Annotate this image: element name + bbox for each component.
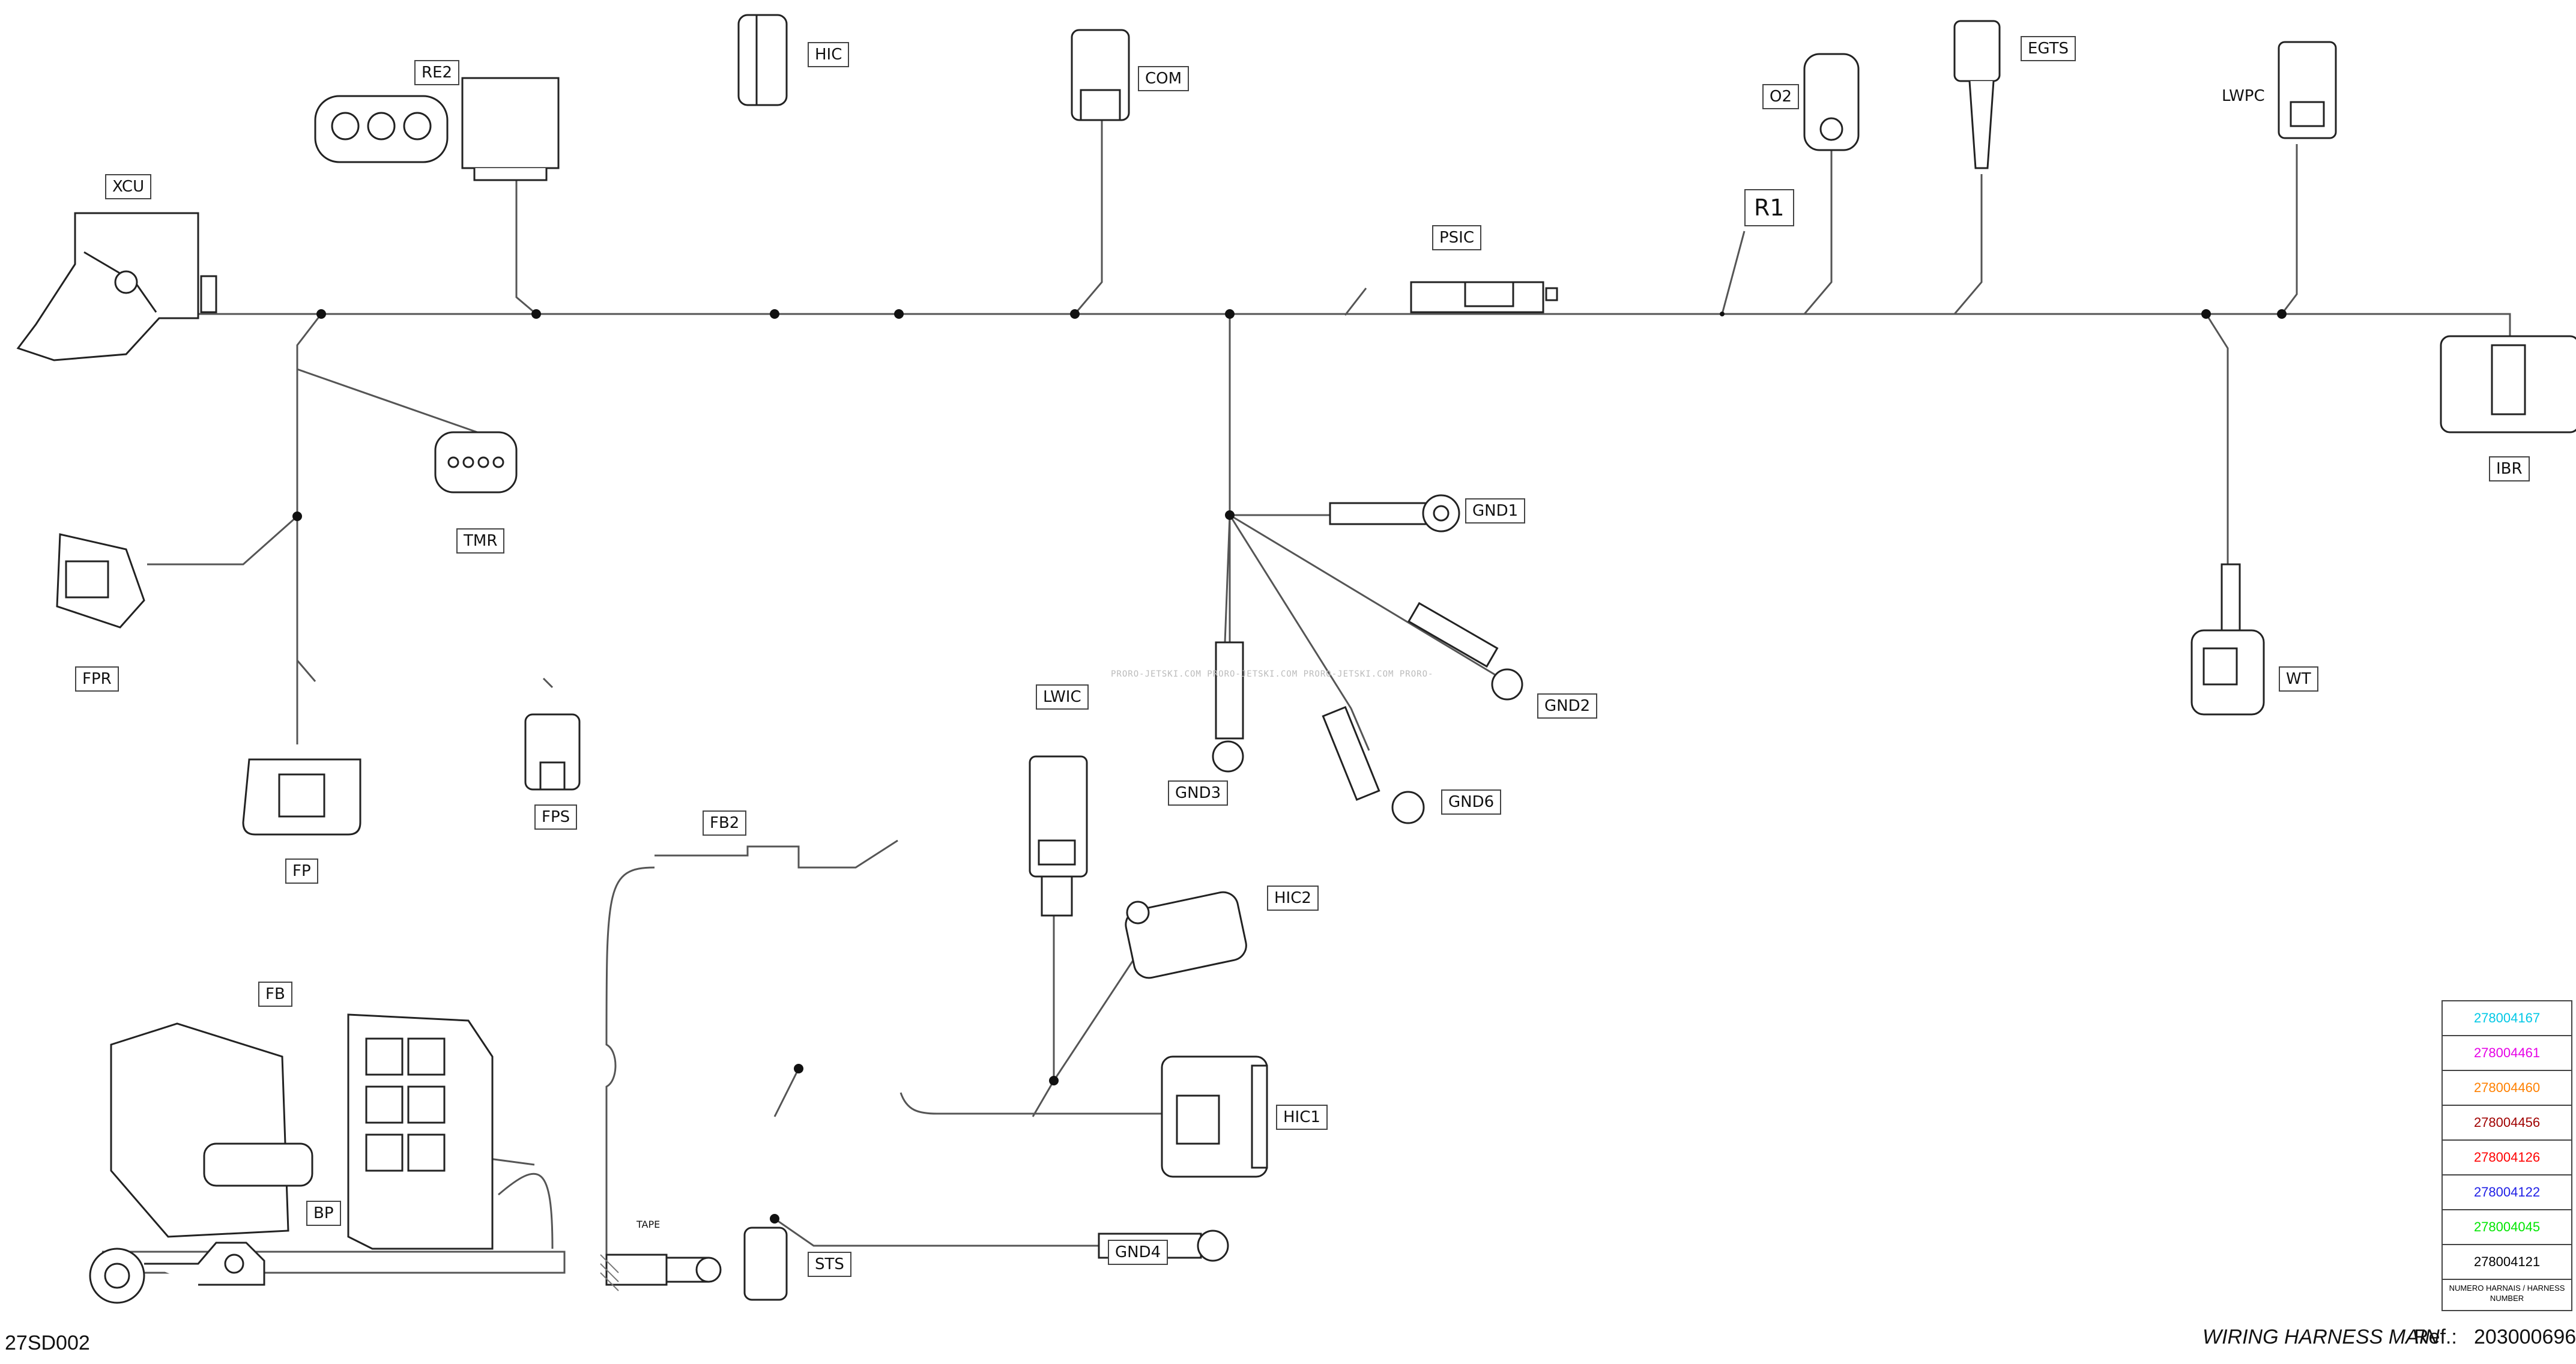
label-gnd4: GND4 (1108, 1240, 1169, 1265)
re2-connector-drawing (314, 77, 560, 181)
watermark-text: PRORO-JETSKI.COM PRORO-JETSKI.COM PRORO-… (1111, 669, 1434, 679)
gnd6-ring-terminal-drawing (1322, 706, 1425, 824)
label-psic: PSIC (1432, 225, 1482, 250)
o2-connector-drawing (1803, 53, 1860, 151)
legend-row: 278004045 (2443, 1210, 2571, 1245)
legend-row: 278004126 (2443, 1141, 2571, 1175)
label-o2: O2 (1762, 84, 1800, 109)
branch-egts (1953, 174, 1983, 315)
label-lwic: LWIC (1036, 684, 1089, 710)
gnd1-ring-terminal-drawing (1329, 494, 1460, 533)
legend-code: 278004126 (2473, 1150, 2541, 1165)
legend-row: 278004456 (2443, 1106, 2571, 1141)
lwpc-connector-drawing (2278, 41, 2337, 139)
ref-label: Ref.: (2414, 1326, 2457, 1348)
label-re2: RE2 (414, 60, 460, 85)
sts-ring-terminal-drawing (605, 1254, 722, 1286)
label-fpr: FPR (75, 666, 119, 692)
hic2-connector-drawing (1125, 891, 1247, 979)
gnd2-ring-terminal-drawing (1407, 602, 1523, 701)
legend-row: 278004167 (2443, 1001, 2571, 1036)
gnd3-ring-terminal-drawing (1212, 641, 1244, 773)
tape-hatch (600, 1254, 619, 1291)
wt-connector-drawing (2191, 563, 2265, 716)
lwic-connector-drawing (1029, 755, 1088, 917)
branch-wt (2205, 313, 2229, 564)
legend-code: 278004121 (2473, 1254, 2541, 1269)
branch-left (296, 313, 322, 744)
egts-connector-drawing (1953, 20, 2001, 169)
sts-connector-drawing (743, 1227, 788, 1301)
ref-value: 203000696 (2474, 1326, 2576, 1348)
label-tape: TAPE (636, 1219, 661, 1230)
label-bp: BP (306, 1201, 341, 1226)
label-tmr: TMR (456, 528, 505, 554)
fp-connector-drawing (242, 758, 361, 836)
ibr-connector-drawing (2440, 335, 2576, 433)
legend-row: 278004460 (2443, 1071, 2571, 1106)
label-fps: FPS (534, 804, 578, 830)
legend-row: 278004122 (2443, 1175, 2571, 1210)
legend-code: 278004122 (2473, 1184, 2541, 1200)
branch-r1 (1721, 231, 1746, 315)
tmr-connector-drawing (434, 431, 518, 493)
label-fb2: FB2 (703, 810, 747, 836)
com-connector-drawing (1071, 29, 1130, 121)
drawing-id: 27SD002 (5, 1332, 90, 1354)
harness-legend: 278004167 278004461 278004460 278004456 … (2441, 1000, 2572, 1311)
xcu-connector-drawing (16, 212, 217, 361)
main-trunk (150, 313, 2511, 336)
label-gnd1: GND1 (1465, 498, 1526, 524)
bp-cable-drawing (89, 1242, 265, 1304)
fps-connector-drawing (524, 713, 581, 791)
label-ibr: IBR (2489, 456, 2530, 481)
legend-row: 278004461 (2443, 1036, 2571, 1071)
label-hic2: HIC2 (1267, 886, 1319, 911)
junction-nodes (292, 309, 2287, 1224)
label-fp: FP (285, 859, 318, 884)
label-xcu: XCU (105, 174, 152, 199)
label-gnd6: GND6 (1441, 789, 1502, 815)
branch-o2 (1803, 150, 1833, 315)
label-r1: R1 (1744, 189, 1794, 226)
label-sts: STS (808, 1252, 851, 1277)
branch-com (1074, 108, 1103, 315)
label-hic: HIC (808, 42, 850, 67)
hic-connector-drawing (737, 14, 788, 106)
label-com: COM (1138, 66, 1190, 91)
legend-code: 278004460 (2473, 1080, 2541, 1095)
legend-footer: NUMERO HARNAIS / HARNESS NUMBER (2449, 1284, 2565, 1303)
branch-lwpc (2281, 144, 2298, 315)
fb-fusebox-drawing (110, 1013, 494, 1250)
branch-re2 (515, 180, 537, 315)
label-gnd2: GND2 (1537, 693, 1598, 719)
hic1-connector-drawing (1161, 1055, 1268, 1178)
label-fb: FB (258, 982, 292, 1007)
legend-code: 278004456 (2473, 1115, 2541, 1130)
label-hic1: HIC1 (1276, 1105, 1328, 1130)
label-gnd3: GND3 (1168, 780, 1229, 806)
fpr-connector-drawing (56, 533, 145, 629)
label-lwpc: LWPC (2222, 87, 2265, 105)
legend-code: 278004167 (2473, 1010, 2541, 1025)
legend-row: 278004121 (2443, 1245, 2571, 1280)
legend-code: 278004461 (2473, 1045, 2541, 1060)
label-wt: WT (2279, 666, 2318, 692)
drawing-title: WIRING HARNESS MAIN (2203, 1326, 2440, 1348)
legend-code: 278004045 (2473, 1219, 2541, 1234)
label-egts: EGTS (2021, 36, 2076, 61)
psic-connector-drawing (1410, 281, 1558, 313)
